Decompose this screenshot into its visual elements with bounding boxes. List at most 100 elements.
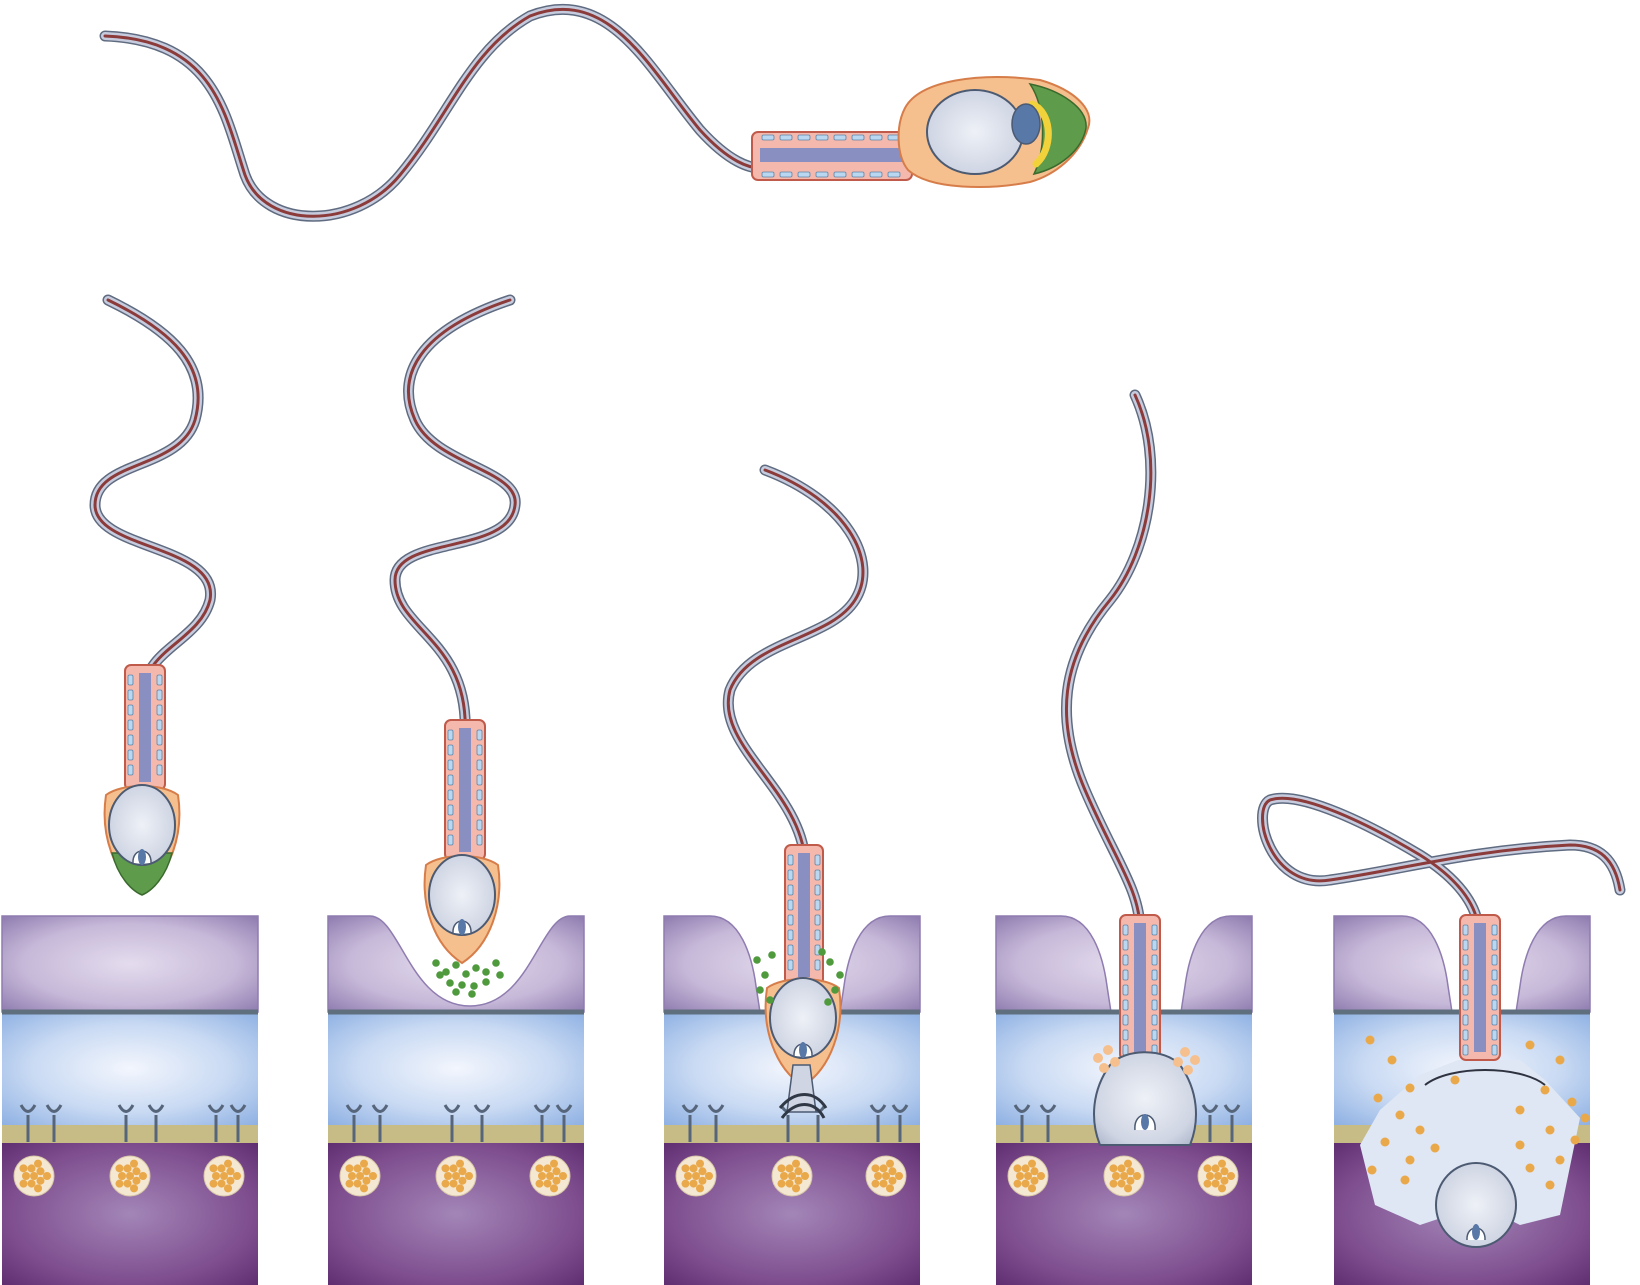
granule-dot xyxy=(36,1167,45,1176)
granule-dot xyxy=(886,1159,895,1168)
granule-dot xyxy=(794,1167,803,1176)
mitochondrion xyxy=(797,171,811,178)
mitochondrion xyxy=(476,774,483,786)
released-enzyme-dot xyxy=(826,958,834,966)
cortical-granule-icon xyxy=(529,1155,571,1197)
granule-dot xyxy=(1030,1176,1039,1185)
mitochondrion xyxy=(156,689,163,701)
granule-dot xyxy=(345,1164,354,1173)
mitochondrion xyxy=(127,704,134,716)
mitochondrion xyxy=(476,804,483,816)
granule-dot xyxy=(1109,1164,1118,1173)
tail-outline xyxy=(1060,389,1157,936)
mitochondrion xyxy=(761,171,775,178)
mitochondrion xyxy=(1491,969,1498,981)
egg-receptor-icon xyxy=(45,1104,63,1142)
mitochondrion xyxy=(476,729,483,741)
granule-dot xyxy=(1211,1179,1220,1188)
acrosome-remnant xyxy=(1183,1065,1193,1075)
granule-dot xyxy=(1037,1172,1045,1180)
centriole xyxy=(1472,1224,1480,1240)
tail-axial-filament xyxy=(103,8,762,218)
granule-dot xyxy=(559,1172,567,1180)
cortical-granule-icon xyxy=(435,1155,477,1197)
granule-dot xyxy=(871,1164,880,1173)
granule-dot xyxy=(1021,1164,1030,1173)
egg-receptor-icon xyxy=(707,1104,725,1142)
egg-receptor-icon xyxy=(207,1104,225,1142)
granule-dot xyxy=(1133,1172,1141,1180)
granule-dot xyxy=(1203,1179,1212,1188)
receptor-cup xyxy=(117,1104,135,1113)
acrosomal-vesicle xyxy=(1011,103,1041,145)
mitochondrion xyxy=(1462,1029,1469,1041)
mitochondrion xyxy=(1491,999,1498,1011)
mitochondrion xyxy=(1122,954,1129,966)
zona-pellucida xyxy=(1333,915,1591,1013)
granule-dot xyxy=(115,1164,124,1173)
fertilization-cone xyxy=(786,1064,817,1113)
granule-dot xyxy=(458,1167,467,1176)
mitochondrion xyxy=(851,171,865,178)
released-granule-dot xyxy=(1380,1137,1390,1147)
plasma-membrane xyxy=(328,1125,584,1143)
mitochondrion xyxy=(1151,924,1158,936)
granule-dot xyxy=(1220,1167,1229,1176)
mitochondrion xyxy=(447,744,454,756)
released-granule-dot xyxy=(1555,1155,1565,1165)
granule-dot xyxy=(369,1172,377,1180)
midpiece-axoneme xyxy=(1474,923,1486,1052)
released-granule-dot xyxy=(1367,1165,1377,1175)
released-granule-dot xyxy=(1405,1155,1415,1165)
mitochondrion xyxy=(787,959,794,971)
granule-dot xyxy=(27,1164,36,1173)
mitochondrion xyxy=(779,134,793,141)
granule-dot xyxy=(226,1167,235,1176)
cortical-granule-icon xyxy=(109,1155,151,1197)
cortical-granule-icon xyxy=(1197,1155,1239,1197)
released-granule-dot xyxy=(1580,1113,1590,1123)
receptor-cup xyxy=(207,1104,225,1113)
mitochondrion xyxy=(1151,1029,1158,1041)
granule-dot xyxy=(550,1184,559,1193)
granule-dot xyxy=(360,1184,369,1193)
mitochondrion xyxy=(476,744,483,756)
released-enzyme-dot xyxy=(753,956,761,964)
granule-dot xyxy=(126,1172,134,1180)
granule-dot xyxy=(552,1176,561,1185)
released-enzyme-dot xyxy=(472,964,480,972)
acrosome-remnant xyxy=(1173,1057,1183,1067)
mitochondrion xyxy=(814,854,821,866)
released-enzyme-dot xyxy=(470,982,478,990)
mitochondrion xyxy=(787,869,794,881)
mitochondrion xyxy=(787,854,794,866)
released-granule-dot xyxy=(1545,1125,1555,1135)
egg-receptor-icon xyxy=(1039,1104,1057,1142)
granule-dot xyxy=(22,1172,30,1180)
granule-dot xyxy=(1126,1167,1135,1176)
granule-dot xyxy=(684,1172,692,1180)
released-enzyme-dot xyxy=(492,959,500,967)
mitochondrion xyxy=(787,914,794,926)
released-granule-dot xyxy=(1450,1075,1460,1085)
released-enzyme-dot xyxy=(766,996,774,1004)
acrosome-remnant xyxy=(1110,1057,1120,1067)
granule-dot xyxy=(1211,1164,1220,1173)
centriole xyxy=(458,919,466,935)
tail-sheath xyxy=(90,296,215,694)
receptor-cup xyxy=(555,1104,573,1113)
egg-receptor-icon xyxy=(1201,1104,1219,1142)
egg-panel-1 xyxy=(1,915,259,1285)
mitochondrion xyxy=(1462,1044,1469,1056)
mitochondrion xyxy=(447,819,454,831)
granule-dot xyxy=(698,1176,707,1185)
receptor-cup xyxy=(371,1104,389,1113)
granule-dot xyxy=(362,1167,371,1176)
egg-receptor-icon xyxy=(869,1104,887,1142)
granule-dot xyxy=(777,1179,786,1188)
mitochondrion xyxy=(1151,984,1158,996)
receptor-cup xyxy=(1039,1104,1057,1113)
egg-receptor-icon xyxy=(533,1104,551,1142)
mitochondrion xyxy=(156,764,163,776)
